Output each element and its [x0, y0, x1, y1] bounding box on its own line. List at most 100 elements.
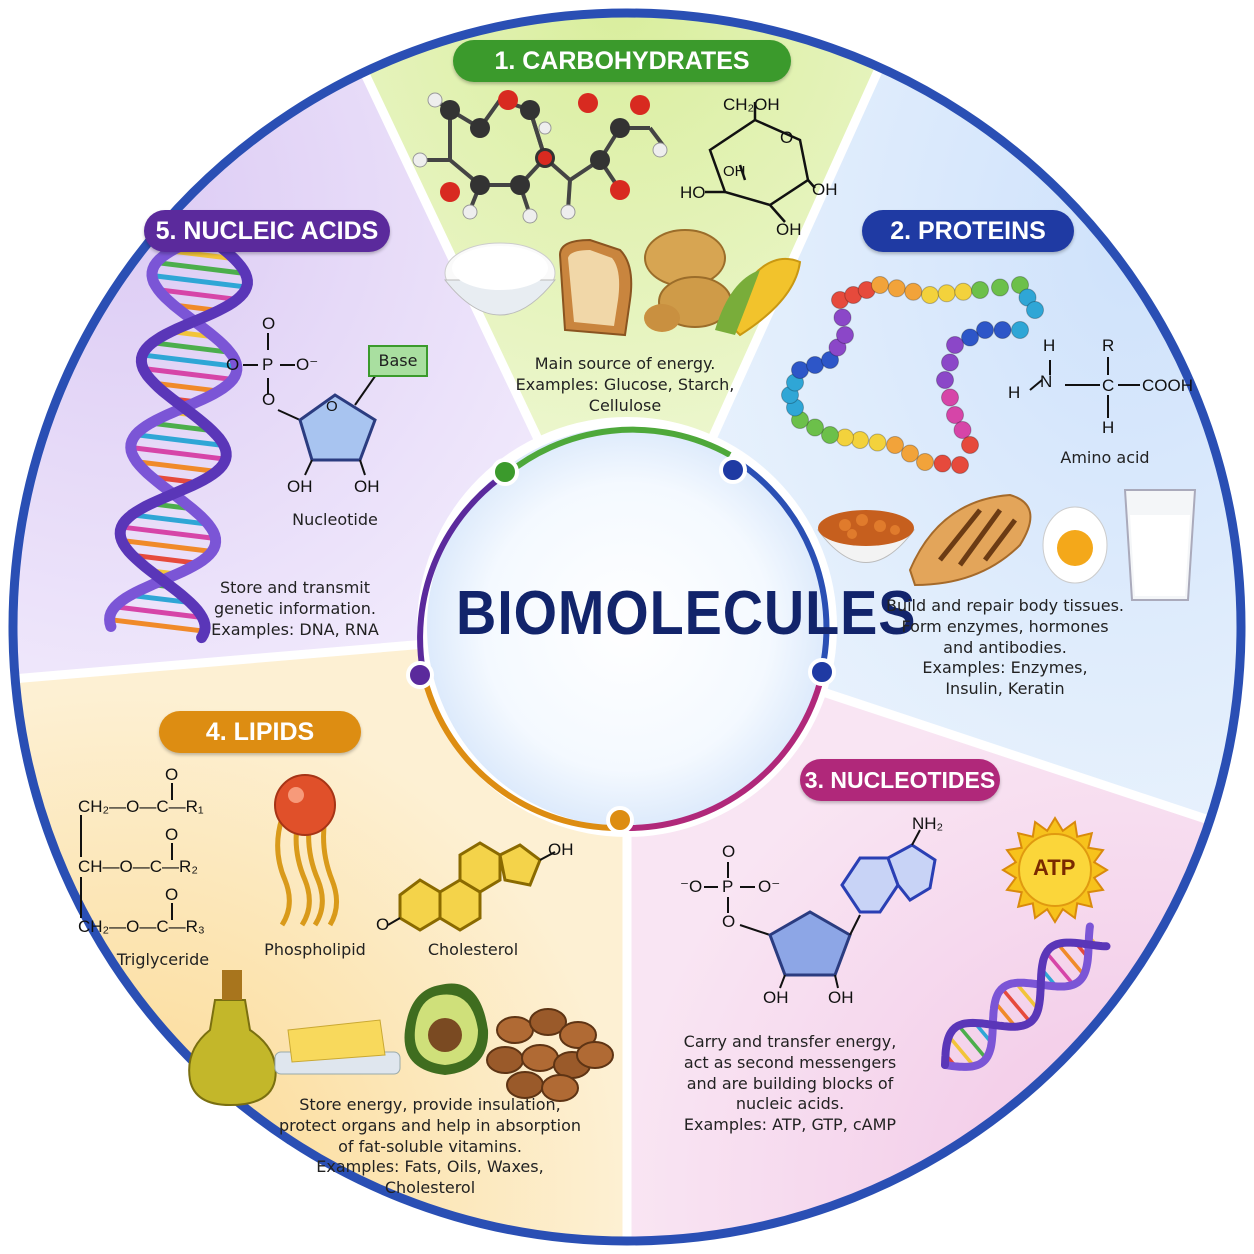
dna-base-pair: [130, 445, 226, 462]
steroid-rings-icon: [387, 841, 556, 932]
dna-base-pair: [130, 592, 191, 606]
carb-desc-line-1: Main source of energy.: [534, 354, 716, 373]
dna-base-pair: [1045, 951, 1075, 986]
lipids-title: 4. LIPIDS: [159, 711, 361, 753]
center-arc-blue: [733, 457, 830, 671]
amino-acid-bead: [993, 321, 1012, 339]
nut: [576, 1041, 614, 1069]
nut: [496, 1016, 534, 1044]
lip-desc-line-2: protect organs and help in absorption: [278, 1115, 582, 1135]
amino-acid-bead: [1026, 301, 1044, 319]
dna-base-pair: [947, 1035, 976, 1068]
tg-row-1: CH₂—O—C—R₁: [78, 797, 204, 816]
nuc-o-left: ⁻O: [680, 877, 703, 896]
node-blue: [719, 456, 747, 484]
lipids-description: Store energy, provide insulation, protec…: [270, 1095, 590, 1199]
na-o-top: O: [262, 314, 276, 333]
phosphate-bonds-nucleic-acids: [243, 333, 379, 421]
dna-base-pair: [156, 260, 246, 276]
nuc-desc-line-5: Examples: ATP, GTP, cAMP: [683, 1115, 897, 1135]
tg-o-2: O: [165, 825, 179, 844]
center-arc-orange: [422, 679, 621, 832]
dna-base-pair: [135, 432, 225, 448]
aa-n: N: [1040, 372, 1053, 391]
amino-acid-bead: [806, 418, 824, 437]
nuc-nh2: NH₂: [912, 814, 944, 833]
na-o-right: O⁻: [296, 355, 319, 374]
na-oh-2: OH: [354, 477, 380, 496]
potato-icon: [644, 229, 732, 332]
dna-base-pair: [151, 273, 247, 290]
amino-acid-bead: [954, 282, 973, 301]
dna-base-pair: [1000, 987, 1032, 1024]
carb-desc-line-3: Cellulose: [588, 395, 662, 415]
amino-acid-bead: [941, 353, 959, 372]
amino-acid-bead: [991, 278, 1009, 297]
na-o-bottom: O: [262, 390, 276, 409]
amino-acid-bead: [791, 361, 809, 379]
dna-helix-icon: [941, 922, 1111, 1071]
nut: [541, 1074, 579, 1102]
amino-acid-bead: [887, 279, 906, 298]
aa-h-left: H: [1008, 383, 1021, 402]
nuc-o-right: O⁻: [758, 877, 781, 896]
olive-oil-icon: [188, 970, 277, 1107]
node-orange: [606, 806, 634, 834]
amino-acid-bead: [871, 276, 889, 294]
outer-ring: [8, 8, 1246, 1246]
dna-base-pair: [131, 512, 209, 527]
dna-base-pair: [150, 420, 213, 434]
dna-base-pair: [131, 552, 199, 566]
nut: [529, 1008, 567, 1036]
nuc-desc-line-2: act as second messengers: [683, 1052, 897, 1072]
amino-acid-bead: [936, 371, 954, 389]
amino-acid-bead: [976, 321, 994, 339]
amino-acid-bead: [933, 454, 952, 473]
amino-acid-bead: [901, 444, 919, 463]
amino-acid-bead: [886, 436, 904, 454]
nuc-desc-line-1: Carry and transfer energy,: [683, 1032, 897, 1051]
atp-sun-icon: [1001, 816, 1109, 924]
cholesterol-oh: OH: [548, 840, 574, 859]
na-o-left: O: [226, 355, 240, 374]
dna-base-pair: [121, 524, 216, 541]
na-oh-1: OH: [287, 477, 313, 496]
dna-strand: [941, 938, 1111, 1069]
prot-desc-line-5: Insulin, Keratin: [945, 679, 1065, 699]
carbohydrates-description: Main source of energy. Examples: Glucose…: [475, 354, 775, 416]
phospholipid-label: Phospholipid: [264, 940, 366, 959]
amino-acid-bead: [961, 328, 979, 347]
triglyceride-label: Triglyceride: [116, 950, 210, 969]
dna-base-pair: [121, 538, 213, 554]
dna-strand: [104, 229, 243, 632]
dna-base-pair: [136, 459, 217, 474]
prot-desc-line-4: Examples: Enzymes,: [922, 658, 1088, 678]
na-desc-line-1: Store and transmit: [220, 578, 370, 597]
ribose-ring-nucleotides: [768, 910, 861, 989]
polypeptide-chain-icon: [781, 276, 1044, 474]
carb-oh-inner: OH: [723, 163, 746, 180]
amino-acid-bead: [921, 286, 939, 304]
amino-acid-bead: [937, 284, 956, 303]
atp-sun-core: [1018, 833, 1092, 907]
rice-bowl-icon: [443, 242, 557, 316]
nucleotide-label: Nucleotide: [292, 510, 378, 529]
lip-desc-line-5: Cholesterol: [384, 1178, 476, 1198]
glucose-molecule-icon: [412, 90, 668, 224]
atp-badge: ATP: [1033, 855, 1076, 880]
node-blue-2: [808, 658, 836, 686]
center-title: BIOMOLECULES: [456, 579, 917, 648]
nut: [559, 1021, 597, 1049]
aa-h-top: H: [1043, 336, 1056, 355]
nuc-desc-line-3: and are building blocks of: [686, 1073, 894, 1093]
amino-acid-bead: [868, 433, 887, 452]
corn-icon: [715, 257, 802, 337]
tg-o-1: O: [165, 765, 179, 784]
nuc-oh-2: OH: [828, 988, 854, 1007]
bread-icon: [558, 238, 633, 337]
prot-desc-line-1: Build and repair body tissues.: [885, 596, 1125, 615]
node-green: [491, 458, 519, 486]
dna-base-pair: [957, 1024, 988, 1060]
carb-oh-bottom: OH: [776, 220, 802, 239]
